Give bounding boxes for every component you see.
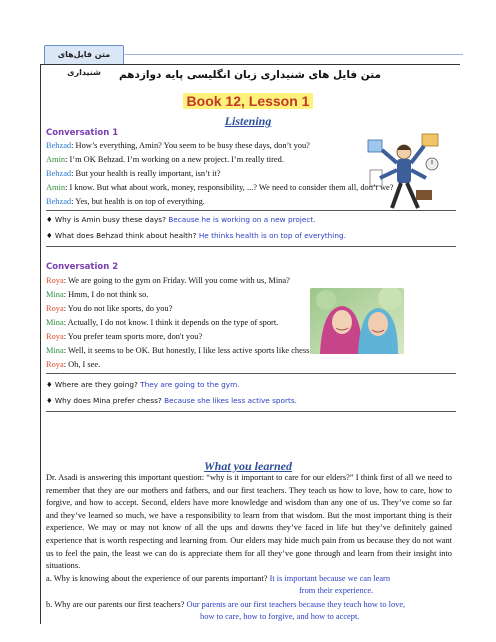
persian-title: متن فایل های شنیداری زبان انگلیسی پایه د…	[118, 69, 382, 81]
dialogue-line: Behzad: How’s everything, Amin? You seem…	[46, 141, 310, 150]
divider	[46, 246, 456, 247]
header-tab: متن فایل‌های شنیداری	[44, 45, 124, 77]
question-line: ♦ Why does Mina prefer chess? Because sh…	[46, 396, 297, 405]
dialogue-line: Behzad: But your health is really import…	[46, 169, 221, 178]
left-border	[40, 64, 41, 624]
book-title: Book 12, Lesson 1	[0, 93, 496, 109]
section-heading-what-you-learned: What you learned	[203, 459, 292, 473]
qa-item-b-continued: how to care, how to forgive, and how to …	[200, 612, 360, 621]
section-heading-listening: Listening	[224, 114, 272, 128]
question-line: ♦ Why is Amin busy these days? Because h…	[46, 215, 316, 224]
header-divider	[123, 54, 463, 55]
dialogue-line: Mina: Well, it seems to be OK. But hones…	[46, 346, 312, 355]
reading-paragraph: Dr. Asadi is answering this important qu…	[46, 473, 452, 571]
dialogue-line: Mina: Hmm, I do not think so.	[46, 290, 149, 299]
conversation-1-heading: Conversation 1	[46, 128, 119, 138]
two-girls-photo	[310, 288, 404, 354]
question-line: ♦ Where are they going? They are going t…	[46, 380, 240, 389]
dialogue-line: Mina: Actually, I do not know. I think i…	[46, 318, 279, 327]
qa-item-a-continued: from their experience.	[299, 586, 374, 595]
top-border	[40, 64, 460, 65]
divider	[46, 373, 456, 374]
conversation-2-heading: Conversation 2	[46, 262, 119, 272]
dialogue-line: Behzad: Yes, but health is on top of eve…	[46, 197, 205, 206]
question-line: ♦ What does Behzad think about health? H…	[46, 231, 346, 240]
dialogue-line: Roya: You prefer team sports more, don't…	[46, 332, 203, 341]
dialogue-line: Roya: You do not like sports, do you?	[46, 304, 173, 313]
dialogue-line: Roya: We are going to the gym on Friday.…	[46, 276, 290, 285]
divider	[46, 210, 456, 211]
dialogue-line: Amin: I’m OK Behzad. I’m working on a ne…	[46, 155, 284, 164]
qa-item-b: b. Why are our parents our first teacher…	[46, 600, 406, 609]
dialogue-line: Roya: Oh, I see.	[46, 360, 101, 369]
divider	[46, 411, 456, 412]
dialogue-line: Amin: I know. But what about work, money…	[46, 183, 394, 192]
qa-item-a: a. Why is knowing about the experience o…	[46, 574, 391, 583]
busy-man-illustration	[367, 133, 439, 209]
